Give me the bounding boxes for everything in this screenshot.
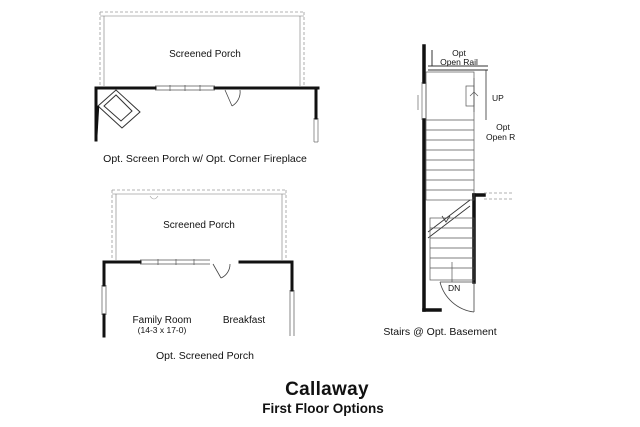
plan-screened-porch <box>101 189 295 338</box>
caption-corner-fireplace: Opt. Screen Porch w/ Opt. Corner Firepla… <box>103 153 307 165</box>
room-label-family-room: Family Room <box>132 315 192 326</box>
caption-screened-porch: Opt. Screened Porch <box>155 350 255 362</box>
porch-door-swing-2 <box>212 263 231 279</box>
caption-stairs-basement: Stairs @ Opt. Basement <box>383 326 497 338</box>
plan-screen-porch-corner-fireplace <box>94 11 320 143</box>
label-open-rail-top: Open Rail <box>440 57 478 67</box>
room-label-breakfast: Breakfast <box>222 315 266 326</box>
corner-fireplace-symbol <box>94 89 141 141</box>
label-opt-top: Opt <box>452 48 466 58</box>
label-dn: DN <box>448 283 461 293</box>
room-dims-family-room: (14-3 x 17-0) <box>137 325 187 335</box>
label-opt-side: Opt <box>496 122 510 132</box>
room-label-screened-porch-2: Screened Porch <box>163 220 235 231</box>
porch-door-swing <box>224 89 241 107</box>
plan-title: Callaway <box>285 379 369 400</box>
plan-stairs-basement <box>417 44 512 313</box>
room-label-screened-porch-1: Screened Porch <box>169 49 241 60</box>
label-up: UP <box>492 93 504 103</box>
plan-subtitle: First Floor Options <box>262 401 384 416</box>
label-open-rail-side: Open R <box>486 132 516 142</box>
